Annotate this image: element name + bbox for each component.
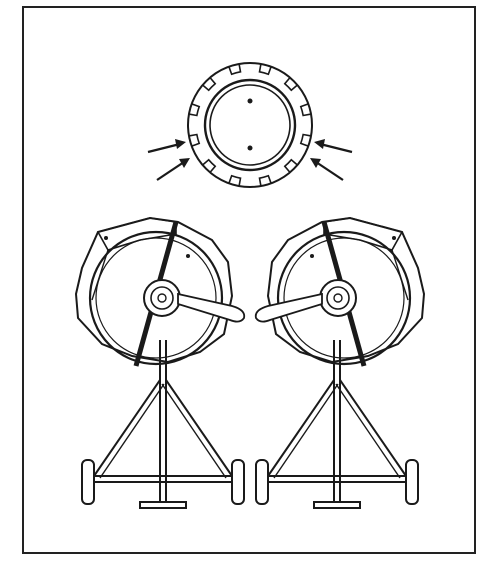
gear-notch (202, 158, 217, 173)
gear-notch (283, 158, 298, 173)
mount-hole (247, 145, 253, 151)
ring-gear-band (203, 78, 297, 172)
arrow-icon (147, 139, 186, 154)
mount-hole (247, 98, 253, 104)
gear-notch (202, 77, 217, 92)
ring-gear-outer (187, 62, 313, 188)
ring-gear-inner (209, 84, 291, 166)
ring-gear-detail (147, 62, 353, 188)
arrow-icon (156, 158, 190, 181)
arrow-icon (310, 158, 344, 181)
arrow-icon (314, 139, 353, 154)
gear-notch (283, 77, 298, 92)
